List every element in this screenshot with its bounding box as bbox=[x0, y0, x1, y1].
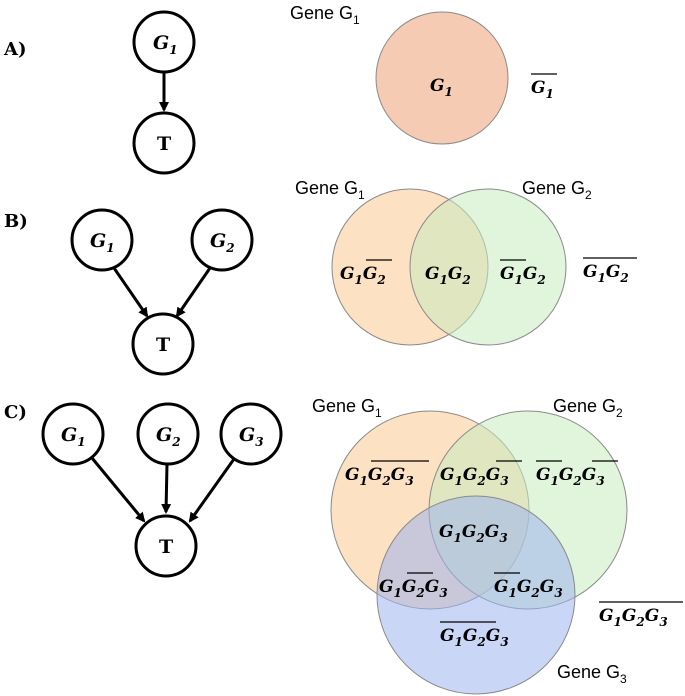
dag-node-g1 bbox=[70, 208, 134, 272]
dag-node-g2 bbox=[136, 402, 200, 466]
panel-c: C) G1 G2 G3 T Gene G1 Gene G2 Gene G3 bbox=[4, 396, 683, 695]
dag-edge-g2-t bbox=[175, 267, 212, 318]
venn-circle-g3 bbox=[376, 495, 576, 695]
venn-circle-g2 bbox=[409, 188, 567, 346]
svg-text:G1: G1 bbox=[531, 78, 554, 101]
dag-edge-g1-t bbox=[112, 267, 149, 318]
venn-term-g1-notg2: G1G2 bbox=[340, 259, 392, 287]
panel-a: A) G1 T Gene G1 G1 G1 bbox=[3, 3, 557, 175]
svg-text:G1G2G3: G1G2G3 bbox=[379, 577, 448, 600]
dag-edge-g1-t bbox=[90, 457, 146, 523]
svg-text:G1G2: G1G2 bbox=[425, 264, 471, 287]
svg-text:G1G2G3: G1G2G3 bbox=[599, 606, 668, 629]
venn-term-g1g2: G1G2 bbox=[425, 264, 471, 287]
svg-text:G1G2: G1G2 bbox=[340, 264, 386, 287]
venn-gene-g1-label: Gene G1 bbox=[295, 178, 365, 202]
panel-c-label: C) bbox=[4, 402, 27, 423]
venn-term-g1g2-notg3: G1G2G3 bbox=[440, 460, 522, 488]
venn-term-notg1-g2: G1G2 bbox=[500, 259, 546, 287]
dag-edge-g3-t bbox=[188, 458, 236, 523]
panel-c-dag: G1 G2 G3 T bbox=[41, 402, 283, 578]
venn-gene-g2-label: Gene G2 bbox=[522, 178, 592, 202]
svg-text:G1G2G3: G1G2G3 bbox=[439, 522, 508, 545]
venn-term-not-g1: G1 bbox=[531, 73, 557, 101]
panel-a-dag: G1 T bbox=[132, 10, 196, 175]
panel-b-venn: Gene G1 Gene G2 G1G2 G1G2 G1G2 G1G2 bbox=[295, 178, 637, 346]
dag-node-t bbox=[132, 111, 196, 175]
dag-edge-g2-t bbox=[161, 463, 172, 514]
venn-term-not-g1g2g3: G1G2G3 bbox=[599, 601, 683, 629]
dag-node-t bbox=[131, 312, 195, 376]
venn-gene-g1-label: Gene G1 bbox=[290, 3, 360, 27]
dag-node-t-label: T bbox=[159, 536, 173, 558]
dag-node-g1 bbox=[41, 402, 105, 466]
svg-text:G1G2G3: G1G2G3 bbox=[345, 465, 414, 488]
panel-b: B) G1 G2 T Gene G1 Gene G2 G1G2 G1G2 bbox=[4, 178, 637, 376]
venn-gene-g3-label: Gene G3 bbox=[557, 662, 627, 686]
svg-text:G1G2G3: G1G2G3 bbox=[440, 465, 509, 488]
venn-term-g1-not-g2g3: G1G2G3 bbox=[345, 460, 429, 488]
svg-text:G1G2G3: G1G2G3 bbox=[440, 626, 509, 649]
svg-text:G1G2: G1G2 bbox=[500, 264, 546, 287]
dag-node-g3 bbox=[219, 402, 283, 466]
svg-text:G1G2: G1G2 bbox=[583, 262, 629, 285]
dag-node-g2-label: G2 bbox=[210, 230, 235, 255]
venn-gene-g1-label: Gene G1 bbox=[312, 396, 382, 420]
dag-node-t-label: T bbox=[157, 133, 171, 155]
venn-term-not-g1g2-g3: G1G2G3 bbox=[440, 621, 509, 649]
svg-text:G1G2G3: G1G2G3 bbox=[536, 465, 605, 488]
dag-node-t-label: T bbox=[156, 334, 170, 356]
panel-a-venn: Gene G1 G1 G1 bbox=[290, 3, 557, 145]
panel-c-venn: Gene G1 Gene G2 Gene G3 G1G2G3 G1G2G3 G1… bbox=[312, 396, 683, 695]
venn-circle-g1 bbox=[375, 11, 509, 145]
dag-node-g2 bbox=[190, 208, 254, 272]
venn-term-not-g1g2: G1G2 bbox=[583, 257, 637, 285]
panel-a-label: A) bbox=[3, 39, 26, 60]
venn-term-g1g2g3: G1G2G3 bbox=[439, 522, 508, 545]
venn-term-g1-notg2-g3: G1G2G3 bbox=[379, 572, 448, 600]
panel-b-dag: G1 G2 T bbox=[70, 208, 254, 376]
panel-b-label: B) bbox=[4, 211, 28, 232]
venn-term-notg1-g2g3: G1G2G3 bbox=[494, 572, 563, 600]
dag-node-t bbox=[134, 514, 198, 578]
venn-gene-g2-label: Gene G2 bbox=[553, 396, 623, 420]
svg-text:G1G2G3: G1G2G3 bbox=[494, 577, 563, 600]
